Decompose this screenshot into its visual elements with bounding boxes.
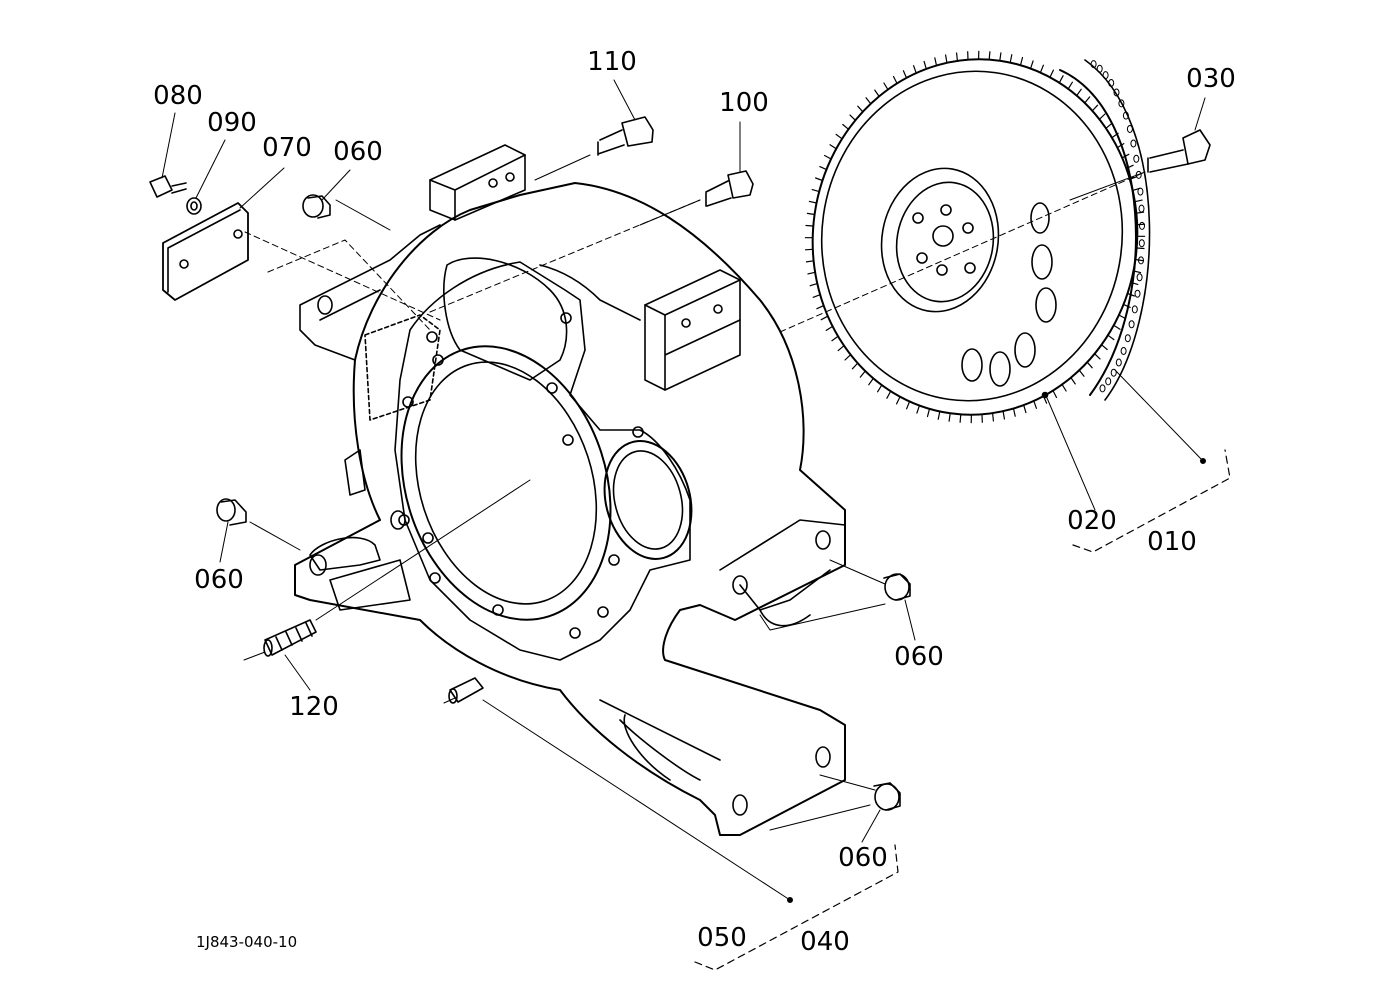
callout-100: 100 [719,90,769,116]
callout-030: 030 [1186,66,1236,92]
dowel-060-left [217,499,246,525]
assembly-lines [244,155,1206,903]
bolt-030 [1148,130,1210,172]
cover-plate-070 [163,203,248,300]
washer-090 [187,198,201,214]
callout-060-upper: 060 [333,139,383,165]
callout-080: 080 [153,83,203,109]
callout-070: 070 [262,135,312,161]
leader-lines [162,80,1205,842]
callout-060-lower: 060 [838,845,888,871]
bolt-110 [598,117,653,155]
bolt-100 [706,171,753,206]
callout-110: 110 [587,49,637,75]
callout-090: 090 [207,110,257,136]
callout-020: 020 [1067,508,1117,534]
callout-010: 010 [1147,529,1197,555]
ring-gear-teeth [805,51,1144,422]
callout-040: 040 [800,929,850,955]
dowel-060-upper [303,195,330,218]
flywheel [790,38,1160,436]
callout-050: 050 [697,925,747,951]
callout-120: 120 [289,694,339,720]
dowel-060-lower [874,783,900,810]
callout-060-left: 060 [194,567,244,593]
dowel-060-right [884,574,910,600]
drawing-code: 1J843-040-10 [196,933,297,951]
flywheel-housing [295,145,845,835]
bolt-080 [150,176,186,197]
callout-060-right: 060 [894,644,944,670]
pin-050 [449,678,483,703]
stud-120 [264,620,316,656]
